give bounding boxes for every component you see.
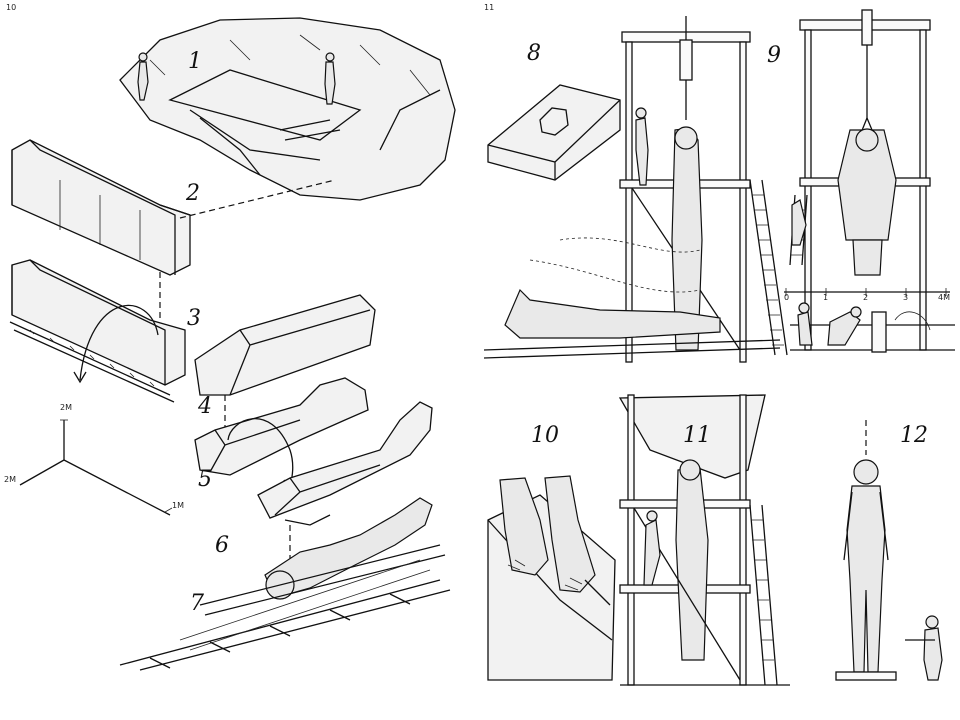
- turn-arrow-5: [227, 417, 294, 489]
- label-step-1: 1: [188, 49, 202, 74]
- label-step-5: 5: [198, 467, 212, 492]
- label-step-8: 8: [527, 41, 541, 66]
- finished-kouros: [835, 420, 943, 681]
- rough-block: [11, 139, 191, 276]
- scale-tick-4: 4M: [938, 293, 950, 302]
- page-mark-right: 11: [484, 3, 494, 12]
- feet-detail: [487, 475, 616, 681]
- scale-tick-2: 2: [863, 293, 868, 302]
- statue-base: [487, 84, 621, 181]
- shaped-kouros: [257, 401, 433, 526]
- scale-right-label: 1M: [172, 501, 184, 510]
- kouros-on-sledge: [119, 497, 451, 671]
- quarry-illustration: [119, 17, 456, 201]
- label-step-3: 3: [187, 306, 201, 331]
- scale-axes-left: [19, 419, 173, 516]
- label-step-12: 12: [900, 423, 928, 448]
- label-step-2: 2: [185, 181, 200, 206]
- label-step-9: 9: [767, 43, 781, 68]
- scale-tick-3: 3: [903, 293, 908, 302]
- left-page: 10 1 2: [4, 3, 456, 671]
- label-step-4: 4: [197, 394, 212, 419]
- scale-tick-0: 0: [784, 293, 789, 302]
- turn-arrow-3: [79, 304, 159, 381]
- scale-tick-1: 1: [823, 293, 828, 302]
- finishing-scaffold: [618, 394, 790, 686]
- dashed-connector-1-2: [179, 179, 336, 219]
- lifting-scaffold: [483, 16, 788, 363]
- roughed-figure: [194, 377, 369, 476]
- lifting-frame-front: [784, 9, 955, 353]
- label-step-7: 7: [190, 591, 204, 616]
- scale-left-label: 2M: [4, 475, 16, 484]
- label-step-11: 11: [683, 423, 711, 448]
- right-page: 11 8: [483, 3, 955, 686]
- turn-arrowhead-3: [73, 371, 87, 384]
- label-step-6: 6: [215, 533, 229, 558]
- block-on-rollers: [9, 259, 186, 403]
- trimmed-block: [194, 294, 376, 396]
- page-mark-left: 10: [6, 3, 16, 12]
- scale-vertical-label: 2M: [60, 403, 72, 412]
- label-step-10: 10: [531, 423, 559, 448]
